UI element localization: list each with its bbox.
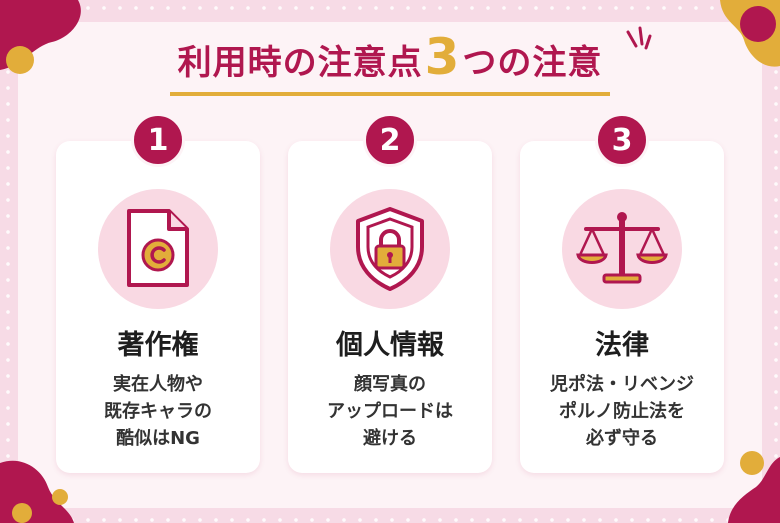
shield-lock-icon — [356, 207, 424, 291]
step-badge-3: 3 — [595, 113, 649, 167]
card-description: 顔写真の アップロードは 避ける — [327, 374, 453, 449]
card-title: 著作権 — [117, 330, 199, 361]
card-description: 児ポ法・リベンジ ポルノ防止法を 必ず守る — [550, 374, 694, 449]
copyright-document-icon — [127, 209, 189, 287]
icon-circle — [562, 189, 682, 309]
sparkle-lines-icon — [626, 26, 652, 50]
decor-blob-top-right — [720, 0, 780, 67]
card-copyright: 著作権 実在人物や 既存キャラの 酷似はNG — [56, 141, 260, 473]
decor-blob-top-left — [0, 0, 81, 74]
card-title: 個人情報 — [336, 330, 444, 361]
card-personal-info: 個人情報 顔写真の アップロードは 避ける — [288, 141, 492, 473]
card-description: 実在人物や 既存キャラの 酷似はNG — [104, 374, 212, 449]
icon-circle — [330, 189, 450, 309]
card-title: 法律 — [595, 330, 649, 361]
step-badge-2: 2 — [363, 113, 417, 167]
decor-blob-bottom-right — [728, 451, 780, 523]
step-badge-1: 1 — [131, 113, 185, 167]
card-law: 法律 児ポ法・リベンジ ポルノ防止法を 必ず守る — [520, 141, 724, 473]
icon-circle — [98, 189, 218, 309]
scales-icon — [576, 212, 668, 284]
decor-blob-bottom-left — [0, 460, 74, 523]
page-title: 利用時の注意点3つの注意 — [169, 32, 611, 96]
